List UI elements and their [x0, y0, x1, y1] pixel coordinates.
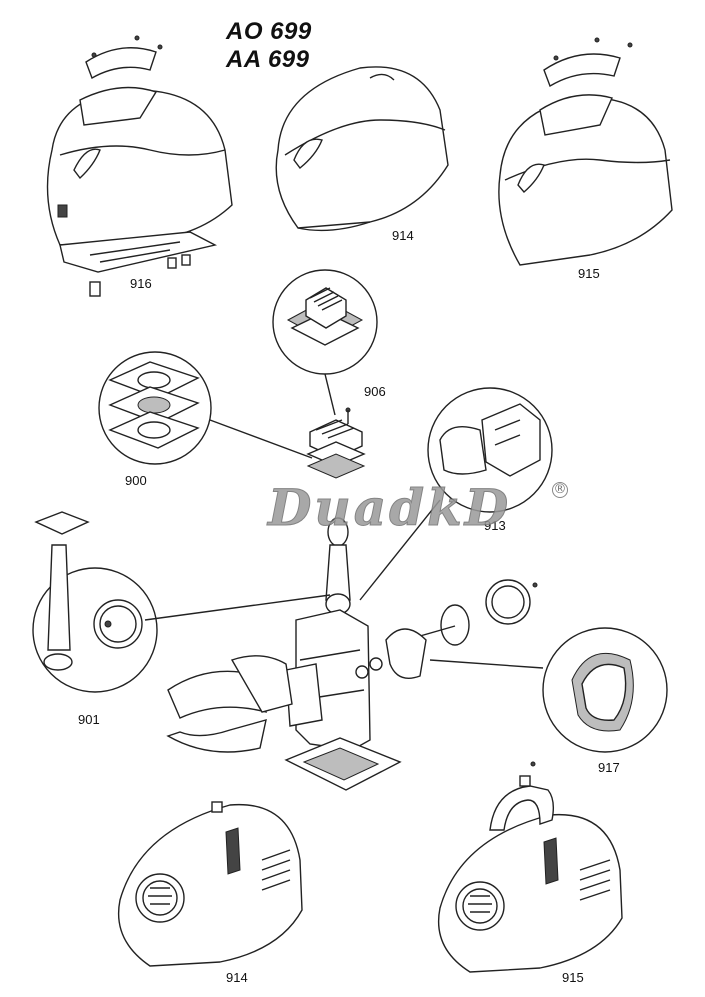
label-914-top: 914 — [392, 228, 414, 243]
part-901-detail — [32, 511, 331, 693]
label-901: 901 — [78, 712, 100, 727]
watermark-logo: DuadkD — [267, 478, 512, 538]
base-plate — [284, 737, 402, 791]
part-913-detail — [359, 387, 553, 601]
part-914-cover-top — [275, 66, 449, 232]
pulley-fan-assembly — [385, 579, 538, 679]
registered-mark: ® — [552, 482, 568, 498]
model-title-1: AO 699 — [226, 18, 312, 45]
part-915-housing-bottom — [438, 761, 623, 973]
central-head-stack — [306, 407, 366, 479]
part-900-detail — [98, 351, 313, 465]
part-916-housing — [46, 35, 233, 297]
part-915-housing-top — [498, 37, 673, 266]
label-915-bottom: 915 — [562, 970, 584, 985]
label-917: 917 — [598, 760, 620, 775]
label-913: 913 — [484, 518, 506, 533]
label-906: 906 — [364, 384, 386, 399]
compressor-body — [285, 609, 383, 751]
label-900: 900 — [125, 473, 147, 488]
label-916: 916 — [130, 276, 152, 291]
part-917-detail — [429, 627, 668, 753]
part-914-cover-bottom — [117, 801, 303, 967]
label-914-bottom: 914 — [226, 970, 248, 985]
label-915-top: 915 — [578, 266, 600, 281]
connecting-rod — [325, 517, 351, 615]
motor-half-shells — [166, 655, 293, 753]
model-title-2: AA 699 — [226, 46, 310, 73]
part-906-detail — [272, 269, 378, 416]
